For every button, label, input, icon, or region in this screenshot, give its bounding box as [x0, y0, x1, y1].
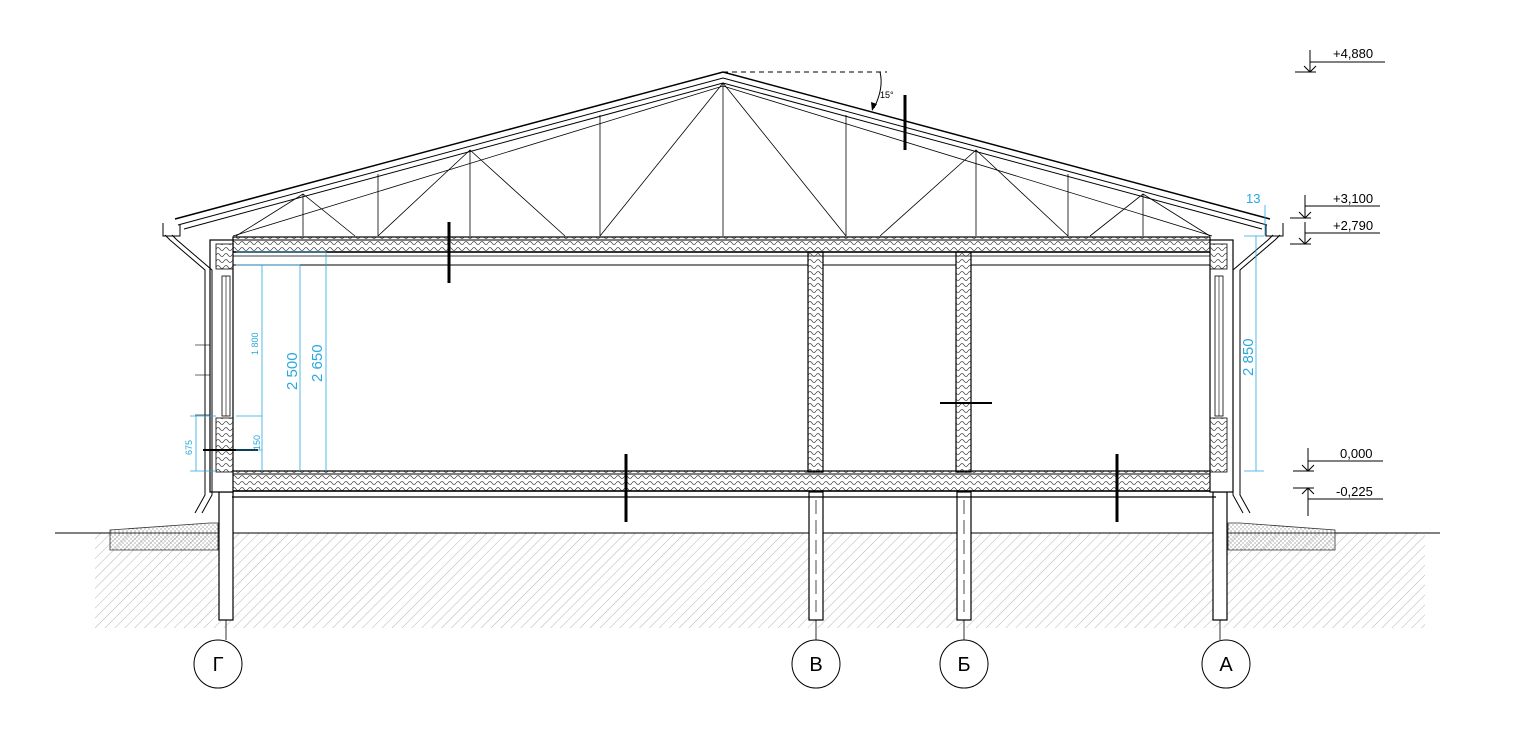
level-marks: [1290, 50, 1385, 516]
room-height-total-dim: 2 650: [309, 344, 326, 382]
level-ridge: +4,880: [1333, 46, 1373, 61]
wall-left: [164, 234, 234, 514]
sill-height-dim: 675: [184, 440, 194, 455]
svg-text:Г: Г: [213, 654, 224, 676]
dimension-texts: 1 800 2 500 2 650 675 150 2 850 13: [184, 191, 1260, 455]
level-labels: +4,880 +3,100 +2,790 0,000 -0,225: [1333, 46, 1373, 499]
roof-angle-annotation: 15°: [723, 71, 894, 111]
eave-offset-dim: 13: [1246, 191, 1260, 206]
svg-text:В: В: [809, 654, 822, 676]
svg-text:Б: Б: [957, 654, 970, 676]
right-height-dim: 2 850: [1240, 338, 1257, 376]
soil-hatch: [95, 533, 1425, 628]
sill-gap-dim: 150: [252, 435, 262, 450]
roof-angle-label: 15°: [880, 90, 894, 100]
level-floor: 0,000: [1340, 446, 1373, 461]
floor-slab: [217, 470, 1231, 498]
axis-bubble-b: Б: [939, 639, 989, 689]
pile-a: [1212, 491, 1228, 621]
section-cut-marks: [203, 95, 1119, 522]
axis-bubble-g: Г: [193, 639, 243, 689]
svg-text:А: А: [1219, 654, 1233, 676]
blind-area-left: [109, 522, 219, 551]
axis-bubble-v: В: [791, 639, 841, 689]
level-ceiling: +2,790: [1333, 218, 1373, 233]
roof-truss: [235, 82, 1211, 237]
grid-axes: Г В Б А: [193, 620, 1251, 689]
pile-g: [218, 491, 234, 621]
ceiling-slab: [232, 236, 1211, 266]
wall-right: [1209, 234, 1281, 514]
window-height-dim: 1 800: [250, 332, 260, 355]
interior-walls: [807, 251, 972, 473]
piles: [218, 491, 1228, 621]
dimension-lines: [190, 205, 1266, 472]
level-base: -0,225: [1336, 484, 1373, 499]
ground: [55, 522, 1440, 628]
level-eave: +3,100: [1333, 191, 1373, 206]
room-height-clear-dim: 2 500: [284, 352, 301, 390]
blind-area-right: [1227, 522, 1336, 551]
axis-bubble-a: А: [1201, 639, 1251, 689]
